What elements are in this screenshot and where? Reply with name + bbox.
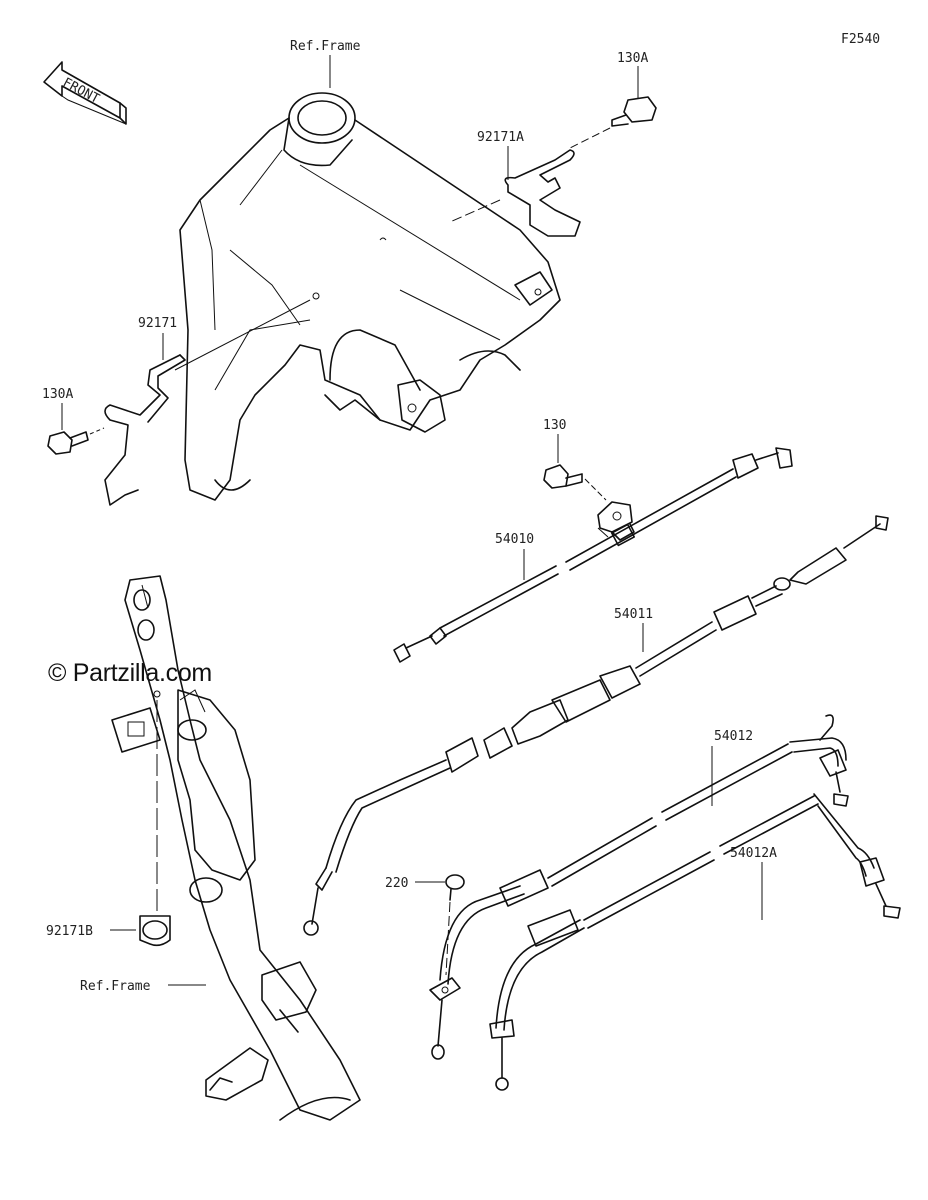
bolt-130 [543,464,583,489]
watermark: © Partzilla.com [48,659,212,687]
part-label-54012A: 54012A [730,846,777,861]
part-label-130: 130 [543,418,566,433]
cable-54012A [489,793,901,1091]
ref-frame-bottom-label: Ref.Frame [80,979,151,994]
screw-220 [445,874,465,901]
part-label-92171B: 92171B [46,924,93,939]
part-label-54012: 54012 [714,729,753,744]
part-label-54010: 54010 [495,532,534,547]
part-label-130A-left: 130A [42,387,73,402]
clamp-92171 [104,354,186,506]
upper-frame [179,92,561,501]
clip-92171B [139,915,171,947]
part-label-130A: 130A [617,51,648,66]
cable-54010 [393,447,793,663]
clamp-92171A [504,149,581,237]
lower-frame [111,575,361,1121]
bolt-130A-left [47,431,89,455]
part-label-92171: 92171 [138,316,177,331]
bolt-130A-top [611,96,657,127]
diagram-code: F2540 [841,32,880,47]
cable-54011 [303,515,889,936]
cable-54012 [429,714,849,1060]
part-label-92171A: 92171A [477,130,524,145]
part-label-54011: 54011 [614,607,653,622]
part-label-220: 220 [385,876,408,891]
front-arrow-icon: FRONT [43,61,127,125]
ref-frame-top-label: Ref.Frame [290,39,361,54]
